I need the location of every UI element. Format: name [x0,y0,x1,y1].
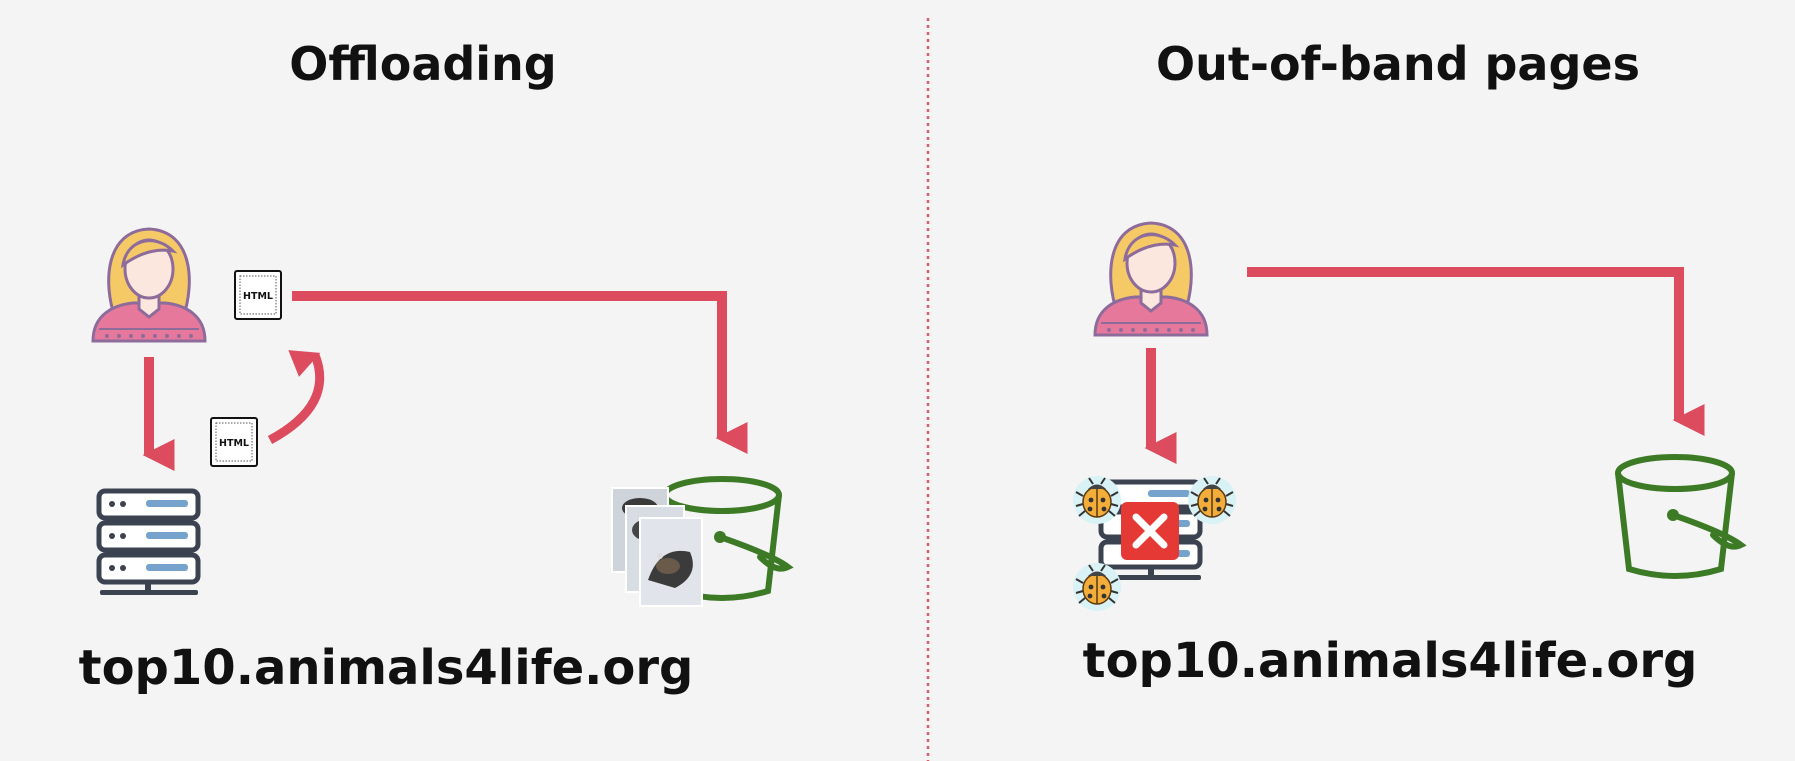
user-to-bucket-arrow [1247,267,1705,437]
out-of-band-panel: Out-of-band pages [1072,37,1741,689]
html-file-icon: HTML [234,270,282,320]
html-file-label: HTML [219,438,249,449]
offloading-title: Offloading [289,37,556,91]
offloading-domain: top10.animals4life.org [79,640,694,696]
cat-photo-icon [611,487,703,607]
user-icon [91,227,207,343]
html-to-bucket-arrow [292,291,748,455]
html-file-label: HTML [243,291,273,302]
offloading-panel: Offloading HTML HTML [79,37,788,696]
error-badge-icon [1121,502,1179,560]
server-icon [96,488,201,595]
bug-icon [1187,475,1237,525]
user-icon [1093,221,1209,337]
out-of-band-domain: top10.animals4life.org [1083,633,1698,689]
html-file-icon: HTML [210,417,258,467]
bug-icon [1072,562,1122,612]
out-of-band-title: Out-of-band pages [1156,37,1640,91]
bug-icon [1072,475,1122,525]
html-return-arrow [267,350,325,444]
bucket-icon [1618,457,1741,576]
